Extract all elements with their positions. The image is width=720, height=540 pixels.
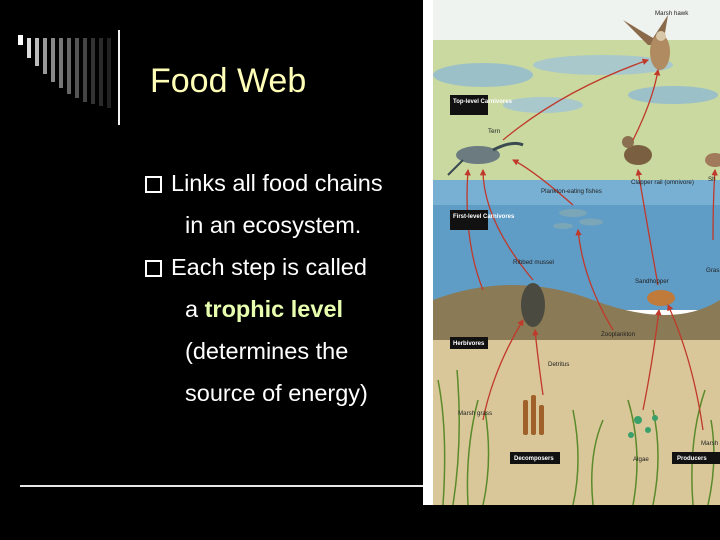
- label-marsh-partial: Marsh: [701, 440, 719, 447]
- bullet-line: (determines the: [185, 338, 349, 364]
- level-tag-herbivores-text: Herbivores: [453, 341, 485, 347]
- level-tag-producers-text: Producers: [677, 456, 707, 462]
- algae-icon: [628, 415, 658, 438]
- label-algae: Algae: [633, 456, 649, 463]
- checkbox-bullet-icon: [145, 176, 162, 193]
- label-plankton-eating-fishes: Plankton-eating fishes: [541, 188, 602, 195]
- ribbed-mussel-icon: [521, 283, 545, 327]
- level-tag-top: Top-level Carnivores: [450, 95, 513, 115]
- bullet-line: a trophic level: [171, 288, 368, 330]
- bullet-line: in an ecosystem.: [185, 212, 362, 238]
- bullet-list: Links all food chains in an ecosystem. E…: [145, 162, 430, 414]
- label-clapper-rail: Clapper rail (omnivore): [631, 179, 694, 186]
- decomposers-icon: [523, 395, 544, 435]
- food-web-illustration: Marsh hawk Tern Plankton-eating fishes C…: [423, 0, 720, 505]
- label-zooplankton: Zooplankton: [601, 331, 636, 338]
- checkbox-bullet-icon: [145, 260, 162, 277]
- trophic-level-term: trophic level: [204, 296, 344, 322]
- shrimp-icon: [705, 153, 720, 167]
- slide-title: Food Web: [150, 62, 307, 100]
- label-marsh-grass: Marsh grass: [458, 410, 492, 417]
- bullet-line: source of energy): [185, 380, 368, 406]
- label-detritus: Detritus: [548, 361, 569, 368]
- clapper-rail-icon: [622, 136, 652, 165]
- level-tag-decomposers-text: Decomposers: [514, 456, 554, 462]
- label-grass-partial: Gras: [706, 267, 719, 274]
- label-ribbed-mussel: Ribbed mussel: [513, 259, 554, 266]
- footer-divider: [20, 485, 430, 487]
- plankton-eating-fish-icon: [553, 209, 603, 229]
- bullet-item: Links all food chains in an ecosystem.: [145, 162, 430, 246]
- level-tag-top-text: Top-level Carnivores: [453, 99, 513, 105]
- level-tag-decomposers: Decomposers: [510, 452, 560, 464]
- level-tag-producers: Producers: [672, 452, 720, 464]
- bullet-text: a: [185, 296, 205, 322]
- decorative-stripes: [18, 35, 111, 108]
- label-shrimp-partial: Sh: [708, 176, 716, 183]
- bullet-line: Links all food chains: [171, 170, 383, 196]
- label-tern: Tern: [488, 128, 501, 135]
- tern-icon: [447, 141, 524, 176]
- bullet-item: Each step is called a trophic level (det…: [145, 246, 430, 414]
- level-tag-first: First-level Carnivores: [450, 210, 515, 230]
- marsh-hawk-icon: [623, 15, 670, 70]
- title-divider-vertical: [118, 30, 120, 125]
- bullet-line: Each step is called: [171, 254, 367, 280]
- level-tag-herbivores: Herbivores: [450, 337, 488, 349]
- level-tag-first-text: First-level Carnivores: [453, 214, 515, 220]
- label-marsh-hawk: Marsh hawk: [655, 10, 689, 17]
- sandhopper-icon: [647, 290, 675, 306]
- label-sandhopper: Sandhopper: [635, 278, 669, 285]
